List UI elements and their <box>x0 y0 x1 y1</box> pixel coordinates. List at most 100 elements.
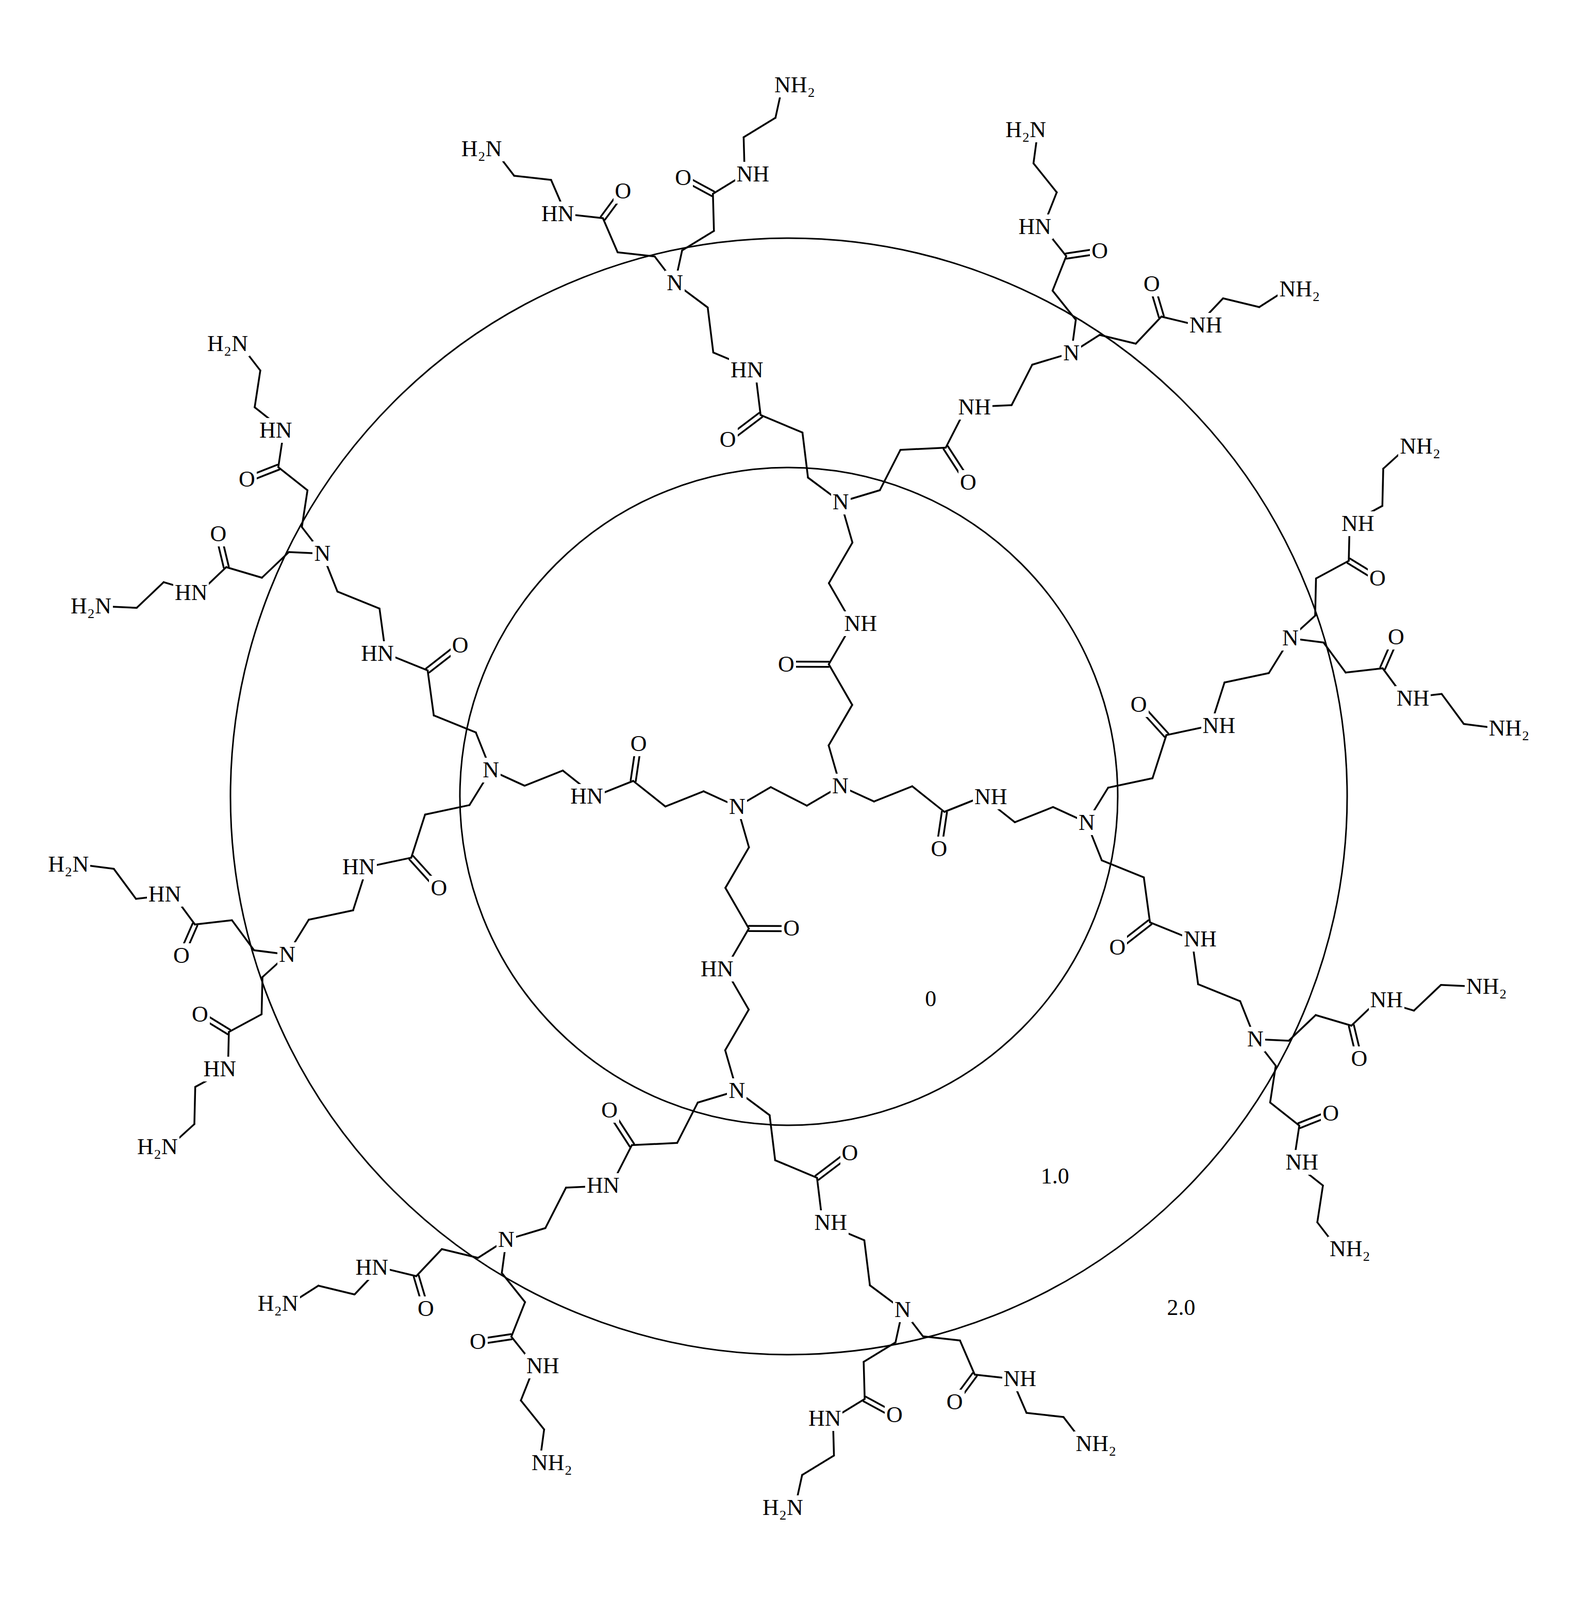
atom-label: H₂N <box>46 852 91 877</box>
bond <box>864 1240 871 1286</box>
bond <box>828 705 853 747</box>
atom-label: NH <box>1368 987 1405 1013</box>
atom-label: O <box>613 178 634 204</box>
generation-circle: 1.00 <box>229 237 1349 1356</box>
ring-outline <box>458 466 1119 1127</box>
atom-label: O <box>208 521 229 547</box>
bond <box>1135 316 1162 344</box>
bond <box>524 770 563 787</box>
atom-label: O <box>958 470 979 495</box>
atom-label: N <box>1077 810 1097 836</box>
atom-label: N <box>892 1297 913 1323</box>
atom-label: N <box>665 270 685 296</box>
bond <box>760 415 803 433</box>
atom-label: O <box>468 1329 488 1355</box>
bond <box>707 307 714 353</box>
bond <box>278 467 308 491</box>
atom-label: NH <box>1182 926 1219 952</box>
atom-label: NH₂ <box>1464 974 1509 1000</box>
atom-label: NH₂ <box>1398 434 1443 459</box>
atom-label: NH₂ <box>1073 1431 1118 1457</box>
bond <box>725 1009 750 1051</box>
atom-label: NH <box>956 394 993 420</box>
generation-circle: 0 <box>458 466 1119 1127</box>
atom-label: N <box>312 541 333 567</box>
atom-label: N <box>277 942 297 968</box>
atom-label: NH <box>1284 1150 1321 1175</box>
atom-label: NH <box>524 1353 561 1379</box>
atom-label: O <box>1129 692 1149 718</box>
bond <box>873 786 913 802</box>
atom-label: NH₂ <box>772 72 817 98</box>
atom-label: H₂N <box>459 136 504 162</box>
bond <box>769 1115 776 1161</box>
bond <box>1316 560 1350 579</box>
atom-label: O <box>776 652 797 677</box>
bond <box>775 1160 818 1179</box>
bond <box>411 814 426 858</box>
bond <box>912 786 944 813</box>
atom-label: O <box>718 427 738 453</box>
bond <box>802 432 809 478</box>
atom-label: NH₂ <box>1487 716 1532 741</box>
atom-label: NH <box>842 611 879 637</box>
bond <box>254 370 261 408</box>
bond <box>743 118 776 138</box>
atom-label: HN <box>146 882 184 907</box>
bond <box>829 664 853 706</box>
ring-circle <box>459 467 1118 1126</box>
atom-label: NH <box>1339 511 1377 537</box>
ring-circle <box>230 238 1348 1355</box>
atom-label: HN <box>257 418 294 443</box>
bond <box>545 1187 567 1229</box>
bond <box>425 805 470 815</box>
bond <box>520 1400 544 1430</box>
bond <box>1052 256 1067 291</box>
bond <box>602 218 618 253</box>
atom-label: O <box>171 943 192 969</box>
atom-label: HN <box>354 1255 391 1281</box>
atom-label: O <box>884 1402 905 1428</box>
bond <box>194 1087 196 1125</box>
ring-outline <box>229 237 1349 1356</box>
atom-label: O <box>1107 935 1128 960</box>
atom-label: NH <box>735 161 772 187</box>
atom-label: NH <box>972 784 1009 810</box>
atom-label: N <box>830 773 851 799</box>
bond <box>308 910 354 920</box>
atom-label: H₂N <box>760 1495 805 1521</box>
atom-label: N <box>1280 625 1301 651</box>
bond <box>829 542 853 584</box>
bond <box>633 781 666 807</box>
atom-label: H₂N <box>256 1291 301 1317</box>
bond <box>337 591 380 609</box>
atom-label: NH₂ <box>1328 1236 1372 1262</box>
atom-label: O <box>428 875 449 901</box>
atom-label: N <box>496 1227 517 1253</box>
atom-label: NH₂ <box>1277 276 1322 302</box>
bond <box>1315 1015 1352 1026</box>
bond <box>900 448 947 451</box>
atom-label: O <box>416 1296 436 1322</box>
bond <box>113 869 137 900</box>
bond <box>1152 735 1167 779</box>
atom-label: HN <box>359 641 396 667</box>
bond <box>1222 298 1259 308</box>
atom-label: O <box>673 165 693 191</box>
bond <box>1224 673 1269 683</box>
bond <box>1414 985 1441 1012</box>
atom-label: O <box>599 1098 620 1123</box>
bond <box>665 791 704 807</box>
atom-label: O <box>781 916 802 941</box>
atom-label: O <box>1367 566 1388 591</box>
atom-label: NH <box>813 1210 850 1236</box>
bond <box>318 1285 355 1295</box>
bond <box>1441 693 1464 724</box>
atom-label: N <box>481 757 501 783</box>
atom-label: NH <box>1002 1366 1039 1392</box>
generation-label: 2.0 <box>1165 1295 1198 1321</box>
bond <box>194 920 233 925</box>
bond <box>1198 984 1241 1002</box>
